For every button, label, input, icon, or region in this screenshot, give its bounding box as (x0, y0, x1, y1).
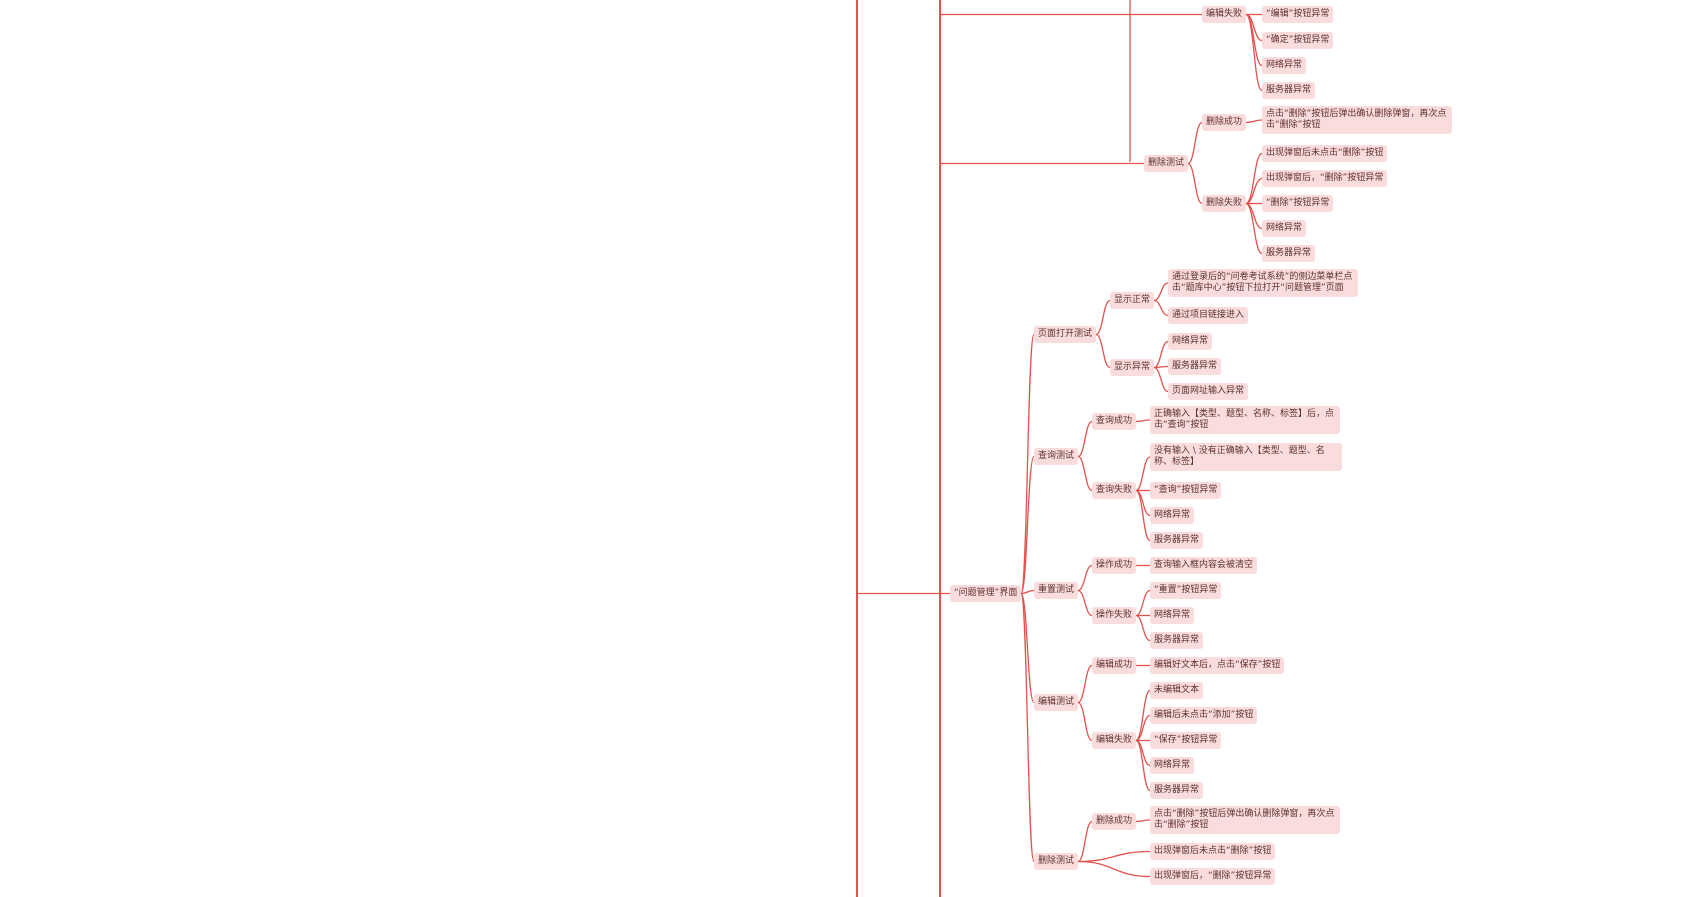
node-query-button-error[interactable]: “查询”按钮异常 (1150, 482, 1222, 499)
connector-n_q_fail-n_q5 (1135, 489, 1151, 542)
root-trunk-line (856, 0, 858, 897)
connector-n_query-n_q_fail (1077, 455, 1093, 492)
node-edit-network-error[interactable]: 网络异常 (1150, 757, 1195, 774)
node-edit-button-error-top[interactable]: “编辑”按钮异常 (1262, 6, 1334, 23)
connector-n_reset-n_r_fail (1077, 589, 1093, 617)
connector-n_q_ok-n_q1 (1135, 419, 1151, 423)
node-delete-button-error-top[interactable]: “删除”按钮异常 (1262, 195, 1334, 212)
node-server-error-top-1[interactable]: 服务器异常 (1262, 82, 1316, 99)
connector-n_del-n_dl_ok (1077, 820, 1093, 863)
node-reset-button-error[interactable]: “重置”按钮异常 (1150, 582, 1222, 599)
node-delete-fail-top[interactable]: 删除失败 (1202, 195, 1247, 212)
node-query-server-error[interactable]: 服务器异常 (1150, 532, 1204, 549)
connector-n_ed_fail-n_ed2 (1135, 689, 1151, 742)
node-open-via-menu[interactable]: 通过登录后的“问卷考试系统”的侧边菜单栏点击“题库中心”按钮下拉打开“问题管理”… (1168, 269, 1358, 297)
connector-n_show_ok-n_p2 (1153, 299, 1169, 317)
node-page-network-error[interactable]: 网络异常 (1168, 333, 1213, 350)
node-page-server-error[interactable]: 服务器异常 (1168, 358, 1222, 375)
node-open-via-link[interactable]: 通过项目链接进入 (1168, 307, 1249, 324)
connector-n_del-n_dl3 (1077, 860, 1151, 878)
connector-n_del_test_top-n_del_fail_top (1187, 162, 1203, 205)
connector-n_del_fail_top-n_d2 (1245, 152, 1263, 205)
connector-n_dl_ok-n_dl1 (1135, 819, 1151, 823)
node-confirm-button-error-top[interactable]: “确定”按钮异常 (1262, 32, 1334, 49)
node-delete-test[interactable]: 删除测试 (1034, 853, 1079, 870)
node-delete-success[interactable]: 删除成功 (1092, 813, 1137, 830)
node-problem-management[interactable]: “问题管理”界面 (950, 585, 1022, 602)
node-delete-success-top[interactable]: 删除成功 (1202, 114, 1247, 131)
connector-n_page_open-n_show_err (1095, 333, 1111, 369)
connector-n_r_fail-n_r4 (1135, 614, 1151, 642)
node-query-correct-input[interactable]: 正确输入【类型、题型、名称、标签】后，点击“查询”按钮 (1150, 406, 1340, 434)
node-network-error-top-1[interactable]: 网络异常 (1262, 57, 1307, 74)
connector-n_del-n_dl2 (1077, 850, 1151, 863)
node-display-normal[interactable]: 显示正常 (1110, 292, 1155, 309)
connector-n_edit_fail_top-n_e4 (1245, 13, 1263, 92)
node-page-url-error[interactable]: 页面网址输入异常 (1168, 383, 1249, 400)
connector-n_show_err-n_p5 (1153, 366, 1169, 393)
connector-n_r_fail-n_r2 (1135, 589, 1151, 617)
connector-n_problem-n_reset (1020, 589, 1035, 595)
connector-n_query-n_q_ok (1077, 420, 1093, 458)
connector-n_ed_fail-n_ed6 (1135, 739, 1151, 792)
connector-n_show_ok-n_p1 (1153, 282, 1169, 302)
node-query-fail[interactable]: 查询失败 (1092, 482, 1137, 499)
connector-n_show_err-n_p3 (1153, 340, 1169, 369)
connector-n_del_ok_top-n_d1 (1245, 119, 1263, 124)
node-reset-server-error[interactable]: 服务器异常 (1150, 632, 1204, 649)
node-delete-confirm-top[interactable]: 点击“删除”按钮后弹出确认删除弹窗，再次点击“删除”按钮 (1262, 106, 1452, 134)
node-server-error-top-2[interactable]: 服务器异常 (1262, 245, 1316, 262)
node-edit-server-error[interactable]: 服务器异常 (1150, 782, 1204, 799)
node-reset-network-error[interactable]: 网络异常 (1150, 607, 1195, 624)
node-edit-fail[interactable]: 编辑失败 (1092, 732, 1137, 749)
connector-n_problem-n_del (1020, 592, 1035, 863)
node-query-test[interactable]: 查询测试 (1034, 448, 1079, 465)
connector-n_del_fail_top-n_d6 (1245, 202, 1263, 255)
node-edit-fail-top[interactable]: 编辑失败 (1202, 6, 1247, 23)
connector-n_problem-n_edit (1020, 592, 1035, 704)
node-network-error-top-2[interactable]: 网络异常 (1262, 220, 1307, 237)
node-reset-clear[interactable]: 查询输入框内容会被清空 (1150, 557, 1258, 574)
node-edit-save[interactable]: 编辑好文本后，点击“保存”按钮 (1150, 657, 1285, 674)
connector-n_del_fail_top-n_d3 (1245, 177, 1263, 205)
node-popup-delete-error[interactable]: 出现弹窗后，“删除”按钮异常 (1150, 868, 1276, 885)
connector-n_problem-n_page_open (1020, 333, 1035, 595)
connector-n_q_fail-n_q2 (1135, 456, 1151, 492)
node-save-button-error[interactable]: “保存”按钮异常 (1150, 732, 1222, 749)
branch-trunk-line (939, 0, 941, 897)
node-edit-test[interactable]: 编辑测试 (1034, 694, 1079, 711)
connector-n_page_open-n_show_ok (1095, 299, 1111, 336)
node-edit-no-add[interactable]: 编辑后未点击“添加”按钮 (1150, 707, 1258, 724)
node-popup-delete-error-top[interactable]: 出现弹窗后，“删除”按钮异常 (1262, 170, 1388, 187)
node-reset-fail[interactable]: 操作失败 (1092, 607, 1137, 624)
node-page-open-test[interactable]: 页面打开测试 (1034, 326, 1097, 343)
node-reset-success[interactable]: 操作成功 (1092, 557, 1137, 574)
node-query-no-input[interactable]: 没有输入 \ 没有正确输入【类型、题型、名称、标签】 (1150, 443, 1342, 471)
node-query-success[interactable]: 查询成功 (1092, 413, 1137, 430)
connector-n_ed_fail-n_ed3 (1135, 714, 1151, 742)
node-delete-confirm[interactable]: 点击“删除”按钮后弹出确认删除弹窗，再次点击“删除”按钮 (1150, 806, 1340, 834)
node-popup-no-delete[interactable]: 出现弹窗后未点击“删除”按钮 (1150, 843, 1276, 860)
connector-n_edit-n_ed_ok (1077, 664, 1093, 704)
node-display-error[interactable]: 显示异常 (1110, 359, 1155, 376)
node-edit-success[interactable]: 编辑成功 (1092, 657, 1137, 674)
node-reset-test[interactable]: 重置测试 (1034, 582, 1079, 599)
connector-n_problem-n_query (1020, 455, 1035, 595)
node-edit-no-text[interactable]: 未编辑文本 (1150, 682, 1204, 699)
node-popup-no-delete-top[interactable]: 出现弹窗后未点击“删除”按钮 (1262, 145, 1388, 162)
connector-n_edit-n_ed_fail (1077, 701, 1093, 742)
connector-n_del_test_top-n_del_ok_top (1187, 121, 1203, 165)
node-delete-test-top[interactable]: 删除测试 (1144, 155, 1189, 172)
node-query-network-error[interactable]: 网络异常 (1150, 507, 1195, 524)
connector-n_reset-n_r_ok (1077, 564, 1093, 592)
